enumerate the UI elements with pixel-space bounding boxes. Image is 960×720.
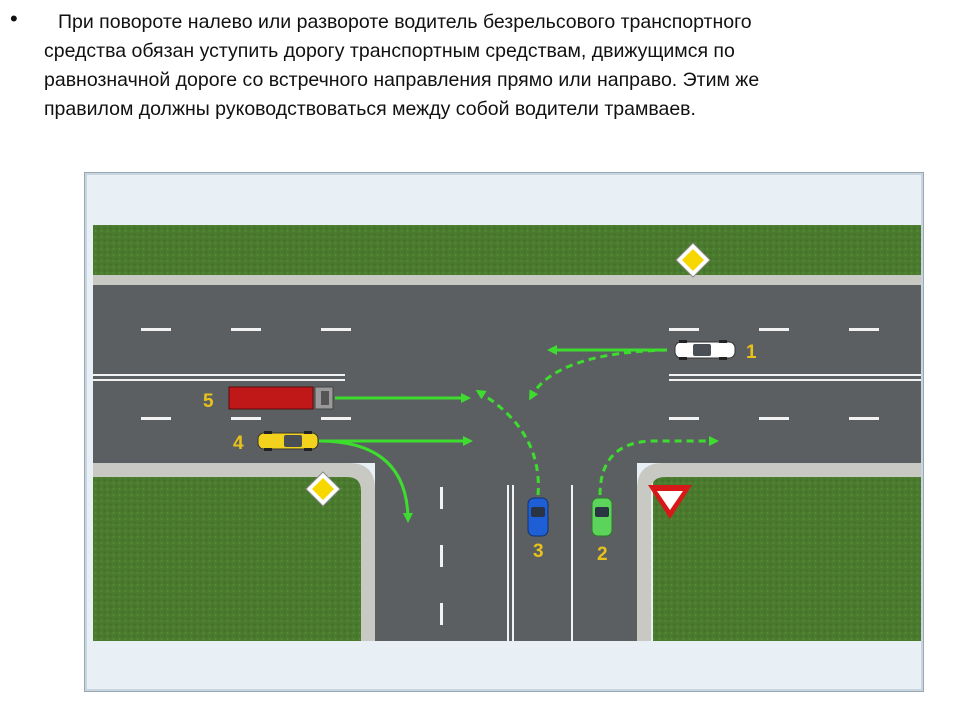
vehicle-number-5: 5 [203,391,214,412]
main-road-sign [305,471,341,507]
rule-line: правилом должны руководствоваться между … [44,98,696,120]
vehicle-number-3: 3 [533,541,544,562]
vehicle-number-4: 4 [233,433,244,454]
rule-line: равнозначной дороге со встречного направ… [44,69,760,91]
grass-bottom-right [653,477,921,641]
intersection-diagram: 1 2 3 4 5 [84,172,924,692]
main-road-sign [675,242,711,278]
intersection-svg: 1 2 3 4 5 [93,225,921,641]
arrow-4-turn [318,439,413,523]
truck-5-icon [228,386,334,410]
rule-line: средства обязан уступить дорогу транспор… [44,40,735,62]
car-2-icon [591,497,613,537]
rule-text: При повороте налево или развороте водите… [44,8,924,124]
main-road-markings [93,328,921,420]
side-road [375,463,637,641]
vehicle-number-2: 2 [597,544,608,565]
arrow-3-left [475,389,540,496]
rule-line: При повороте налево или развороте водите… [58,11,752,33]
side-road-markings [440,485,573,641]
grass-top [93,225,921,275]
car-3-icon [527,497,549,537]
curb-top [93,275,921,285]
vehicle-number-1: 1 [746,342,757,363]
car-1-icon [674,340,736,360]
grass-bottom-left [93,477,361,641]
movement-arrows [318,345,719,523]
give-way-sign [648,485,692,519]
arrow-1-turn [529,348,668,401]
bullet-mark: • [10,6,18,31]
car-4-icon [257,431,319,451]
